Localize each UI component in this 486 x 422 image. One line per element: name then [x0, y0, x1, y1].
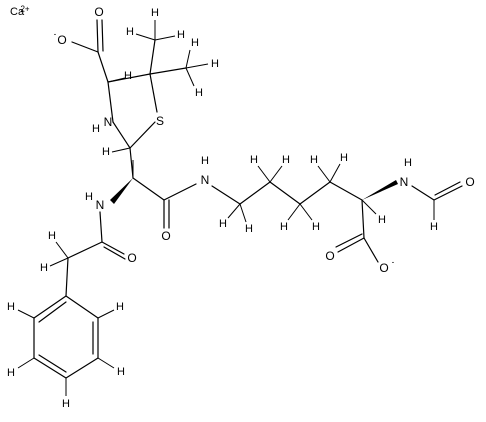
- ring-c4-hydrogen: H: [124, 70, 132, 82]
- methyl-upper-h3: H: [177, 29, 185, 41]
- aryl-h-meta-right: H: [117, 366, 125, 378]
- chain-c2-h2: H: [282, 154, 290, 166]
- amide1-nitrogen-hydrogen: H: [85, 191, 93, 203]
- lysine-chain: H H H H H H H H: [211, 152, 363, 235]
- methyl-right-h1: H: [211, 58, 219, 70]
- thiazolidine-ring: N H S H H: [92, 70, 164, 158]
- benzyl-h1: H: [48, 230, 56, 242]
- aryl-h-ortho-right: H: [116, 301, 124, 313]
- carboxylate-top: O O -: [54, 5, 109, 83]
- aryl-h-para: H: [62, 398, 70, 410]
- chain-c4-h2: H: [340, 152, 348, 164]
- aryl-h-meta-left: H: [7, 367, 15, 379]
- carboxylate-top-charge: -: [54, 30, 57, 39]
- phenylacetamide: N H O H H: [40, 191, 137, 297]
- carboxylate-right-charge: -: [392, 258, 395, 267]
- methyl-upper-h2: H: [126, 26, 134, 38]
- methyl-upper-h1: H: [151, 7, 159, 19]
- chain-c4-h1: H: [310, 154, 318, 166]
- methyl-group-upper: H H H: [126, 7, 185, 75]
- carboxylate-right-oxygen-double: O: [325, 249, 334, 263]
- carboxylate-right-oxygen-anion: O: [379, 261, 388, 275]
- lysine-alpha-hydrogen: H: [378, 214, 386, 226]
- ring-sulfur: S: [156, 114, 164, 128]
- formyl-nitrogen: N: [400, 175, 409, 189]
- formyl-nitrogen-hydrogen: H: [404, 157, 412, 169]
- calcium-symbol: Ca: [10, 6, 25, 18]
- alpha-carbon-linker: [110, 147, 165, 204]
- formyl-hydrogen: H: [430, 221, 438, 233]
- methyl-right-h3: H: [195, 87, 203, 99]
- benzyl-h2: H: [40, 262, 48, 274]
- ring-nitrogen-hydrogen: H: [92, 123, 100, 135]
- amide1-oxygen: O: [127, 251, 136, 265]
- methyl-group-right: H H H: [149, 37, 219, 99]
- amide1-nitrogen: N: [96, 198, 105, 212]
- amide2-oxygen: O: [161, 229, 170, 243]
- carboxylate-top-oxygen-anion: O: [57, 33, 66, 47]
- chain-c2-h1: H: [250, 154, 258, 166]
- chain-c3-h1: H: [280, 221, 288, 233]
- calcium-counterion: Ca 2+ Ca: [10, 5, 30, 19]
- chain-c1-h2: H: [245, 223, 253, 235]
- formyl-oxygen: O: [465, 175, 474, 189]
- carboxylate-top-oxygen-double: O: [94, 5, 103, 19]
- chain-c3-h2: H: [312, 221, 320, 233]
- amide-to-lysine: O N H: [161, 155, 209, 243]
- ring-nitrogen: N: [104, 115, 113, 129]
- chain-c1-h1: H: [219, 218, 227, 230]
- methyl-right-h2: H: [191, 37, 199, 49]
- lysine-alpha: N H O H H O O -: [325, 157, 474, 275]
- benzene-ring: H H H H H: [7, 295, 125, 410]
- aryl-h-ortho-left: H: [7, 301, 15, 313]
- amide2-nitrogen-hydrogen: H: [201, 155, 209, 167]
- amide2-nitrogen: N: [201, 173, 210, 187]
- ring-c2-hydrogen: H: [102, 146, 110, 158]
- calcium-charge: 2+: [20, 5, 29, 14]
